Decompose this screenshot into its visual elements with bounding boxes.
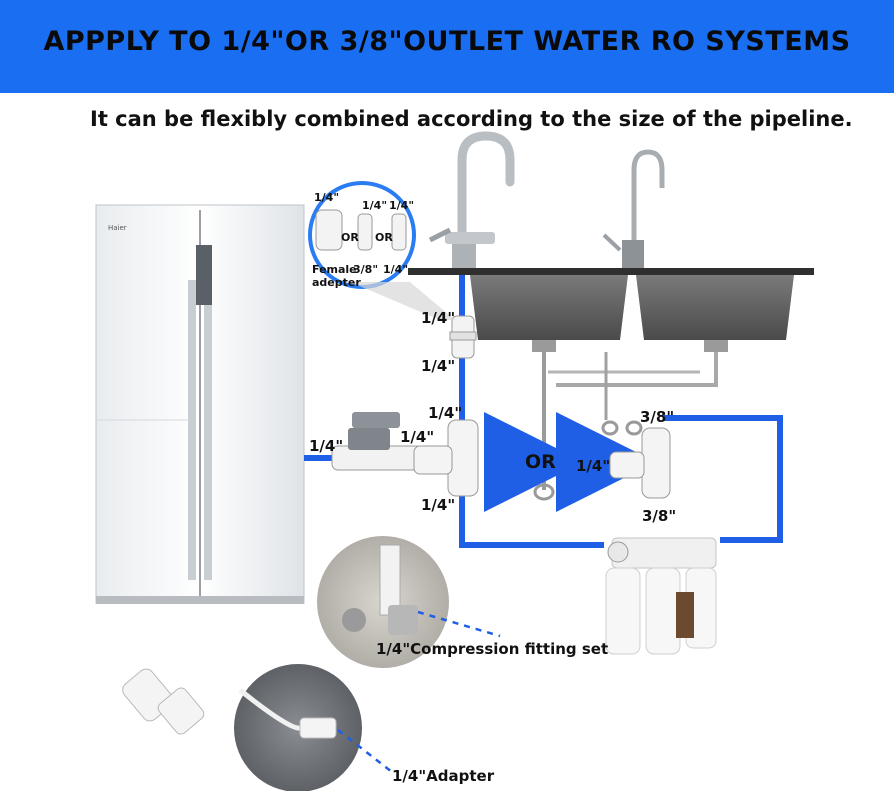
adapter-product xyxy=(122,668,205,735)
title-banner: APPPLY TO 1/4"OR 3/8"OUTLET WATER RO SYS… xyxy=(0,0,894,93)
label-valve-out: 1/4" xyxy=(400,428,435,446)
ball-valve xyxy=(331,412,423,471)
label-tee-bottom: 1/4" xyxy=(421,496,456,514)
inset-label-top-left: 1/4" xyxy=(314,191,340,204)
ro-system xyxy=(605,537,717,655)
inset-or-2: OR xyxy=(375,231,393,244)
label-ro-tee-left: 1/4" xyxy=(576,457,611,475)
refrigerator xyxy=(95,204,305,604)
fridge-brand: Haier xyxy=(108,224,127,232)
ro-faucet xyxy=(602,149,665,268)
upper-fitting xyxy=(449,315,477,359)
callout-line xyxy=(417,610,501,638)
adapter-photo xyxy=(234,664,362,791)
banner-title: APPPLY TO 1/4"OR 3/8"OUTLET WATER RO SYS… xyxy=(43,26,851,57)
inset-label-top-mid: 1/4" xyxy=(362,199,388,212)
inset-or-1: OR xyxy=(341,231,359,244)
callout-compression-fitting: 1/4"Compression fitting set xyxy=(376,640,609,658)
inset-female-label: Female xyxy=(312,263,357,276)
label-upper-fitting: 1/4" xyxy=(421,309,456,327)
inset-label-bottom-right: 1/4" xyxy=(383,263,409,276)
compression-photo xyxy=(317,536,449,668)
label-tee-top: 1/4" xyxy=(428,404,463,422)
tee-fitting xyxy=(413,419,479,497)
inset-adepter-label: adepter xyxy=(312,276,361,289)
label-or: OR xyxy=(525,451,556,473)
label-fridge-line: 1/4" xyxy=(309,437,344,455)
callout-adapter: 1/4"Adapter xyxy=(392,767,495,785)
kitchen-faucet xyxy=(428,131,515,268)
fittings-inset xyxy=(308,181,455,320)
inset-label-top-right: 1/4" xyxy=(389,199,415,212)
label-ro-tee-top: 3/8" xyxy=(640,408,675,426)
subtitle: It can be flexibly combined according to… xyxy=(90,107,853,131)
label-ro-tee-bottom: 3/8" xyxy=(642,507,677,525)
label-pipe-mid: 1/4" xyxy=(421,357,456,375)
ro-tee-fitting xyxy=(609,427,671,499)
inset-label-bottom-mid: 3/8" xyxy=(353,263,379,276)
